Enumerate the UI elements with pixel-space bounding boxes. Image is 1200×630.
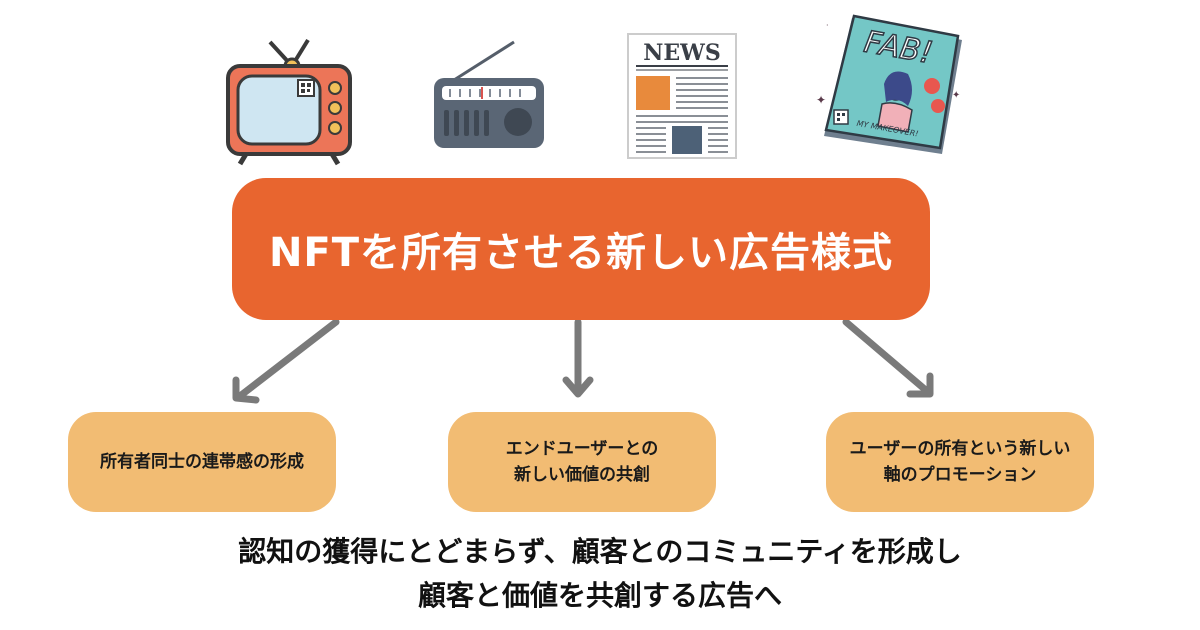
- benefit-box-solidarity: 所有者同士の連帯感の形成: [68, 412, 336, 512]
- svg-text:✦: ✦: [952, 90, 960, 101]
- benefit-box-co-creation: エンドユーザーとの 新しい価値の共創: [448, 412, 716, 512]
- radio-icon: [434, 40, 544, 148]
- benefit-label-line: ユーザーの所有という新しい: [849, 438, 1071, 459]
- benefit-box-promotion: ユーザーの所有という新しい 軸のプロモーション: [826, 412, 1094, 512]
- tv-icon: [226, 38, 352, 166]
- benefit-label-line: 所有者同士の連帯感の形成: [100, 451, 304, 472]
- arrow-middle: [562, 318, 594, 398]
- conclusion-line-1: 認知の獲得にとどまらず、顧客とのコミュニティを形成し: [238, 535, 962, 568]
- conclusion-text: 認知の獲得にとどまらず、顧客とのコミュニティを形成し 顧客と価値を共創する広告へ: [0, 530, 1200, 618]
- svg-text:✦: ✦: [816, 93, 826, 107]
- newspaper-icon: NEWS: [627, 33, 737, 159]
- arrow-left: [232, 318, 340, 404]
- benefit-label-line: エンドユーザーとの: [505, 438, 659, 459]
- magazine-icon: ✦ ✦ · FAB! MY MAKEOVER!: [816, 14, 962, 154]
- main-concept-box: NFTを所有させる新しい広告様式: [232, 178, 930, 320]
- newspaper-masthead: NEWS: [643, 40, 720, 66]
- benefit-label-line: 軸のプロモーション: [883, 465, 1037, 485]
- benefit-label-line: 新しい価値の共創: [514, 465, 650, 485]
- conclusion-line-2: 顧客と価値を共創する広告へ: [417, 579, 782, 612]
- main-concept-label: NFTを所有させる新しい広告様式: [268, 230, 894, 276]
- arrow-right: [842, 318, 934, 398]
- svg-text:·: ·: [826, 21, 829, 30]
